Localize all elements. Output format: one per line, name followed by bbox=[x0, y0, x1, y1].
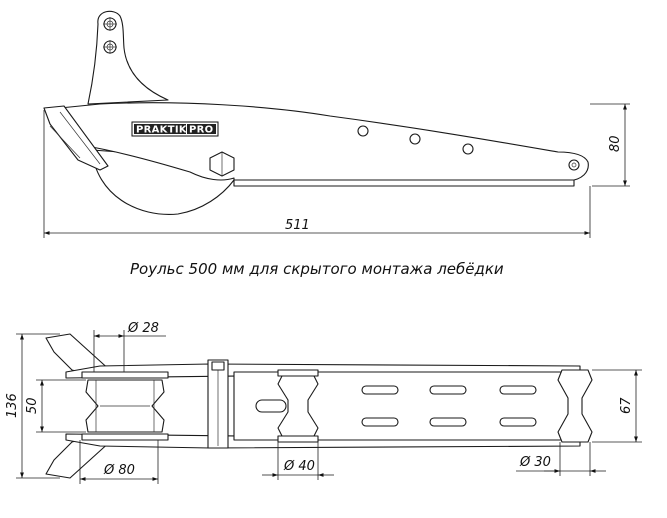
inner-width-label: 50 bbox=[25, 397, 40, 414]
front-axle-diameter-label: Ø 28 bbox=[127, 321, 159, 336]
top-plate-upper bbox=[65, 363, 581, 379]
plate-hole bbox=[462, 143, 474, 155]
brand-logo: PRAKTIK PRO bbox=[131, 121, 219, 137]
length-dimension-label: 511 bbox=[285, 218, 310, 233]
side-view: PRAKTIK PRO 80 511 bbox=[43, 10, 630, 238]
total-width-label: 136 bbox=[5, 393, 20, 418]
drawing-caption: Роульс 500 мм для скрытого монтажа лебёд… bbox=[130, 260, 504, 278]
rear-axle-hole bbox=[568, 159, 580, 171]
mid-roller-diameter-label: Ø 40 bbox=[283, 459, 315, 474]
logo-left: PRAKTIK bbox=[136, 125, 188, 136]
body-width-label: 67 bbox=[619, 397, 634, 414]
top-plate-lower bbox=[65, 433, 581, 449]
logo-right: PRO bbox=[189, 125, 213, 136]
plate-hole bbox=[409, 133, 421, 145]
bottom-rail bbox=[233, 179, 575, 187]
mounting-lug bbox=[87, 10, 169, 105]
slot-row bbox=[255, 385, 537, 427]
front-roller-diameter-label: Ø 80 bbox=[103, 463, 135, 478]
front-axle bbox=[81, 371, 169, 379]
height-dimension-label: 80 bbox=[608, 135, 623, 152]
plate-hole bbox=[357, 125, 369, 137]
top-view: 136 50 67 Ø 28 Ø 80 Ø 40 bbox=[5, 321, 642, 484]
rear-roller-diameter-label: Ø 30 bbox=[519, 455, 551, 470]
rear-roller bbox=[557, 369, 593, 443]
